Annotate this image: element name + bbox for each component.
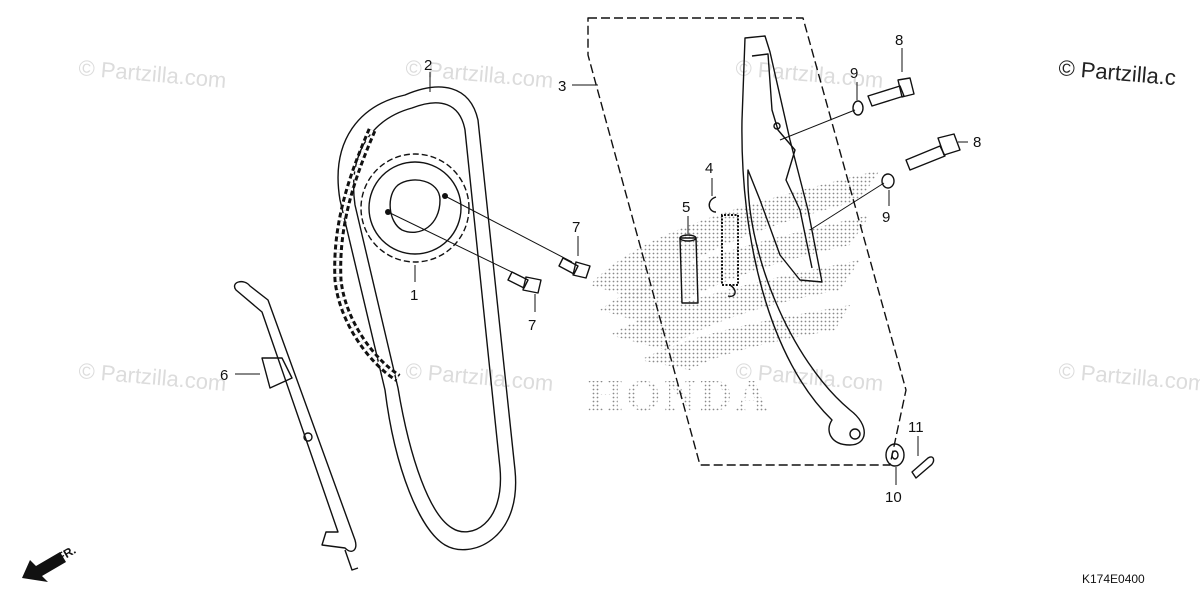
watermark: © Partzilla.com xyxy=(735,55,885,93)
callout-8: 8 xyxy=(973,134,981,151)
arm-bolt xyxy=(809,133,961,231)
watermark: © Partzilla.com xyxy=(1058,358,1200,396)
lower-washer xyxy=(885,443,905,467)
callout-9: 9 xyxy=(850,65,858,82)
watermark: © Partzilla.com xyxy=(78,358,228,396)
sprocket-bolt xyxy=(444,195,591,279)
callout-2: 2 xyxy=(424,57,432,74)
callout-7: 7 xyxy=(528,317,536,334)
callout-3: 3 xyxy=(558,78,566,95)
callout-4: 4 xyxy=(705,160,713,177)
arm-washer xyxy=(852,100,864,116)
cam-sprocket xyxy=(360,153,470,263)
callout-5: 5 xyxy=(682,199,690,216)
tensioner-spring xyxy=(708,196,739,298)
collar xyxy=(679,234,699,304)
arm-washer xyxy=(881,173,895,189)
cam-chain xyxy=(333,86,517,551)
arm-bolt xyxy=(779,77,915,141)
callout-8: 8 xyxy=(895,32,903,49)
retaining-clip xyxy=(911,456,935,479)
watermark-corner: © Partzilla.c xyxy=(1058,55,1177,90)
callout-10: 10 xyxy=(885,489,902,506)
diagram-code: K174E0400 xyxy=(1082,572,1145,586)
callout-1: 1 xyxy=(410,287,418,304)
watermark: © Partzilla.com xyxy=(78,55,228,93)
callout-11: 11 xyxy=(908,419,924,436)
honda-wordmark: HONDA xyxy=(588,371,772,420)
chain-guide xyxy=(233,280,359,571)
front-direction-arrow: FR. xyxy=(22,543,78,582)
honda-wing-logo: HONDA xyxy=(588,170,880,420)
callout-6: 6 xyxy=(220,367,228,384)
callout-7: 7 xyxy=(572,219,580,236)
callout-9: 9 xyxy=(882,209,890,226)
watermark: © Partzilla.com xyxy=(405,358,555,396)
sprocket-bolt xyxy=(387,211,542,294)
tensioner-arm xyxy=(741,35,865,446)
leader-lines xyxy=(235,48,968,485)
